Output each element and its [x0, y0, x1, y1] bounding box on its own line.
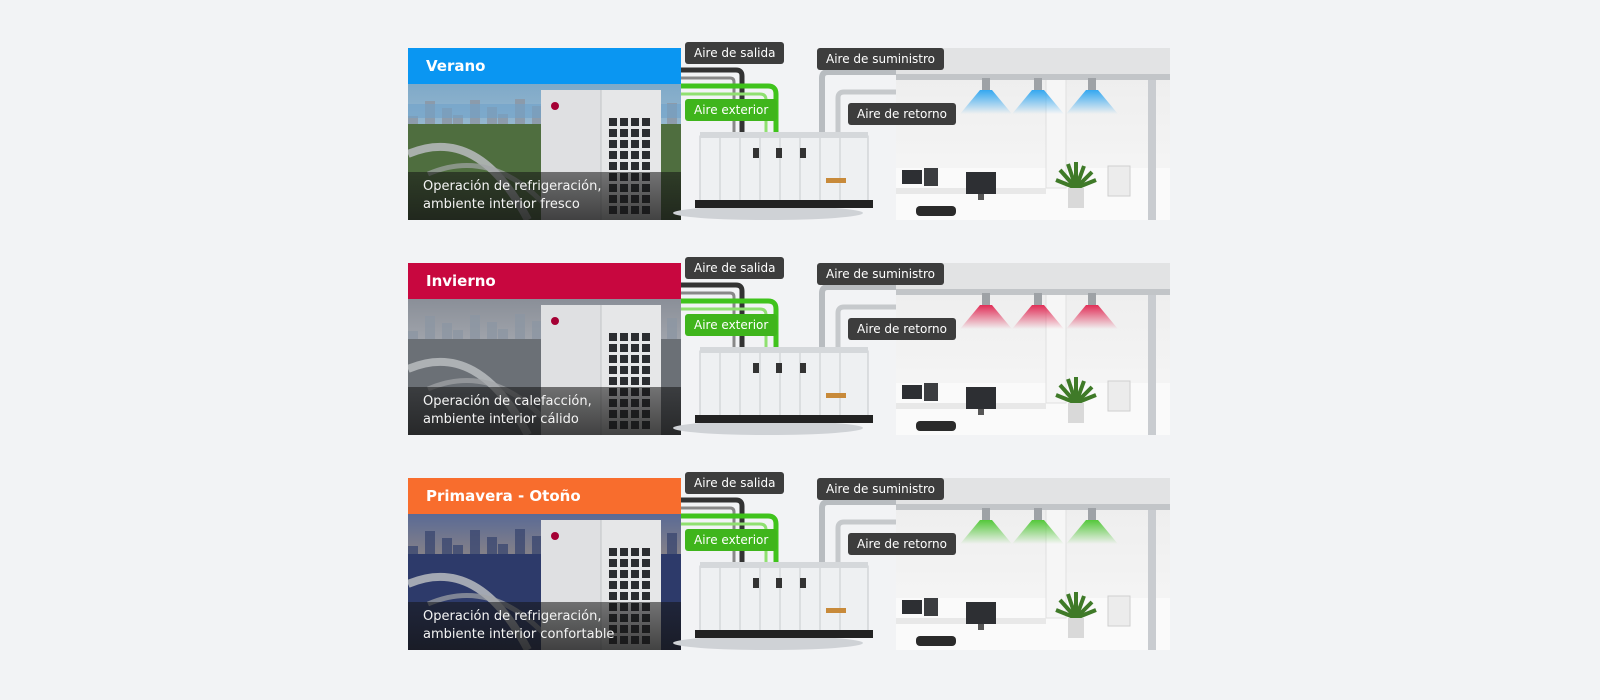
ahu-duct-diagram	[673, 67, 1170, 220]
ceiling-diffuser	[1012, 508, 1064, 544]
season-header: Primavera - Otoño	[408, 478, 681, 514]
ceiling-diffuser	[1066, 293, 1118, 329]
return-air-label: Aire de retorno	[848, 103, 956, 125]
exhaust-duct	[681, 497, 745, 563]
ahu-duct-diagram	[673, 497, 1170, 650]
exhaust-air-label: Aire de salida	[685, 42, 785, 64]
season-header: Invierno	[408, 263, 681, 299]
ceiling-diffuser	[1012, 78, 1064, 114]
office-plant	[1055, 377, 1097, 423]
air-handling-unit	[695, 132, 873, 208]
supply-air-label: Aire de suministro	[817, 478, 945, 500]
caption-line-2: ambiente interior confortable	[423, 627, 615, 642]
season-caption: Operación de calefacción, ambiente inter…	[408, 387, 681, 435]
ceiling-diffuser	[960, 78, 1012, 114]
season-caption: Operación de refrigeración, ambiente int…	[408, 172, 681, 220]
air-handling-unit	[695, 562, 873, 638]
exhaust-air-label: Aire de salida	[685, 472, 785, 494]
caption-line-1: Operación de refrigeración,	[423, 609, 602, 624]
outdoor-air-label: Aire exterior	[685, 314, 778, 336]
supply-duct	[819, 499, 1170, 563]
season-panel: Primavera - Otoño Operación de refrigera…	[408, 478, 681, 650]
caption-line-1: Operación de calefacción,	[423, 394, 592, 409]
caption-line-2: ambiente interior fresco	[423, 197, 580, 212]
air-handling-unit	[695, 347, 873, 423]
caption-line-1: Operación de refrigeración,	[423, 179, 602, 194]
return-air-label: Aire de retorno	[848, 533, 956, 555]
office-plant	[1055, 592, 1097, 638]
office-interior	[896, 263, 1170, 435]
office-scene	[896, 478, 1170, 650]
supply-air-label: Aire de suministro	[817, 263, 945, 285]
ceiling-diffuser	[1066, 78, 1118, 114]
season-caption: Operación de refrigeración, ambiente int…	[408, 602, 681, 650]
caption-line-2: ambiente interior cálido	[423, 412, 579, 427]
outdoor-air-label: Aire exterior	[685, 529, 778, 551]
ceiling-diffuser	[960, 508, 1012, 544]
office-plant	[1055, 162, 1097, 208]
season-row-winter: Invierno Operación de calefacción, ambie…	[408, 257, 1170, 435]
ahu-duct-diagram	[673, 282, 1170, 435]
ceiling-diffuser	[960, 293, 1012, 329]
office-scene	[896, 263, 1170, 435]
office-scene	[896, 48, 1170, 220]
exhaust-duct	[681, 67, 745, 133]
season-header: Verano	[408, 48, 681, 84]
outdoor-air-label: Aire exterior	[685, 99, 778, 121]
ceiling-diffuser	[1066, 508, 1118, 544]
supply-duct	[819, 69, 1170, 133]
supply-air-label: Aire de suministro	[817, 48, 945, 70]
season-panel: Verano Operación de refrigeración, ambie…	[408, 48, 681, 220]
exhaust-air-label: Aire de salida	[685, 257, 785, 279]
ceiling-diffuser	[1012, 293, 1064, 329]
supply-duct	[819, 284, 1170, 348]
office-interior	[896, 478, 1170, 650]
season-row-spring-autumn: Primavera - Otoño Operación de refrigera…	[408, 472, 1170, 650]
office-interior	[896, 48, 1170, 220]
exhaust-duct	[681, 282, 745, 348]
return-air-label: Aire de retorno	[848, 318, 956, 340]
season-panel: Invierno Operación de calefacción, ambie…	[408, 263, 681, 435]
season-row-summer: Verano Operación de refrigeración, ambie…	[408, 42, 1170, 220]
